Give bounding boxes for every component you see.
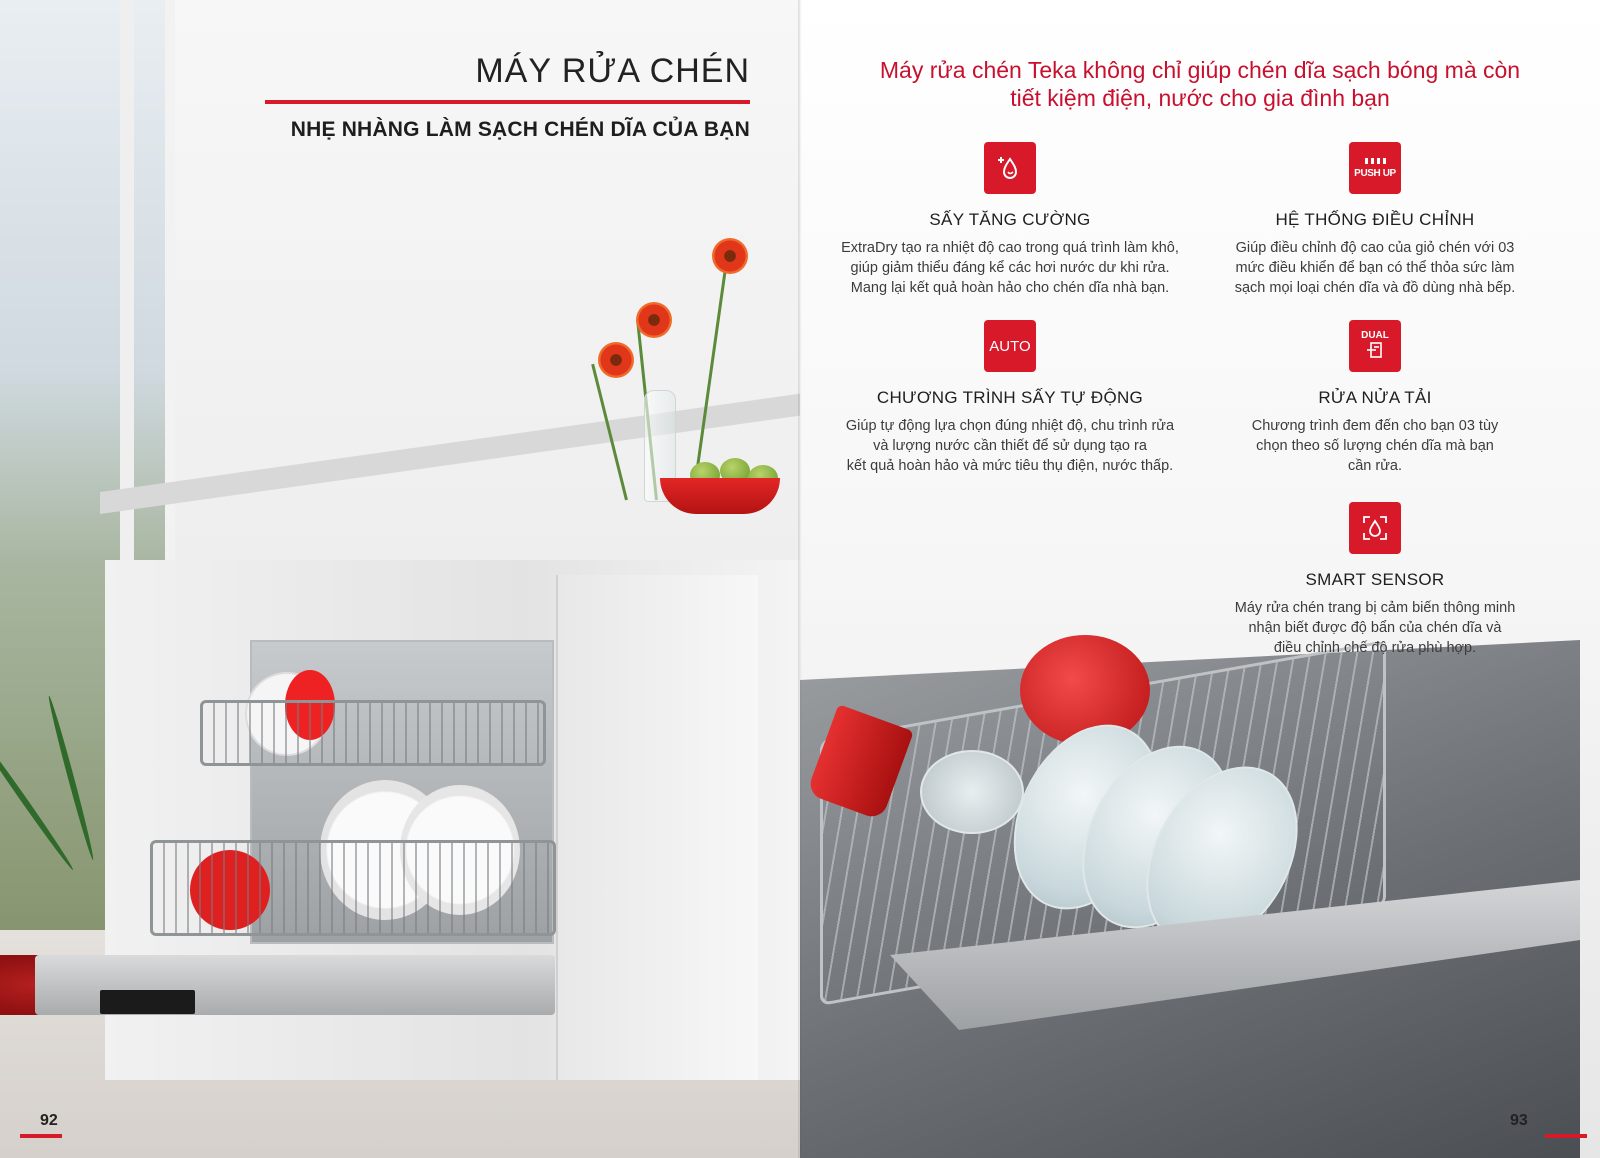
feature-description: ExtraDry tạo ra nhiệt độ cao trong quá t… <box>820 238 1200 298</box>
feature-title: RỬA NỬA TẢI <box>1318 388 1432 407</box>
pushup-bars <box>1364 157 1386 164</box>
window-image <box>0 0 175 930</box>
description-line: chọn theo số lượng chén dĩa mà bạn <box>1256 438 1494 454</box>
description-line: kết quả hoàn hảo và mức tiêu thụ điện, n… <box>846 458 1174 474</box>
feature-description: Giúp điều chỉnh độ cao của giỏ chén với … <box>1185 238 1565 298</box>
red-plate <box>1020 635 1150 745</box>
description-line: điều chỉnh chế độ rửa phù hợp. <box>1273 640 1477 656</box>
feature-extradry: SẤY TĂNG CƯỜNG ExtraDry tạo ra nhiệt độ … <box>820 142 1200 298</box>
description-line: ExtraDry tạo ra nhiệt độ cao trong quá t… <box>841 240 1179 256</box>
page-number-bar <box>20 1134 62 1138</box>
description-line: Mang lại kết quả hoàn hảo cho chén dĩa n… <box>850 280 1170 296</box>
feature-title: SMART SENSOR <box>1305 570 1445 589</box>
dual-icon: DUAL <box>1349 320 1401 372</box>
intro-text: Máy rửa chén Teka không chỉ giúp chén dĩ… <box>855 56 1545 112</box>
feature-title: HỆ THỐNG ĐIỀU CHỈNH <box>1275 210 1475 229</box>
dual-icon-label: DUAL <box>1361 329 1389 341</box>
auto-icon-label: AUTO <box>989 337 1031 355</box>
page-number-bar <box>1545 1134 1587 1138</box>
cabinet-panel <box>556 575 758 1080</box>
smart-sensor-icon <box>1349 502 1401 554</box>
description-line: và lượng nước cần thiết để sử dụng tạo r… <box>873 438 1147 454</box>
description-line: nhận biết được độ bẩn của chén dĩa và <box>1248 620 1502 636</box>
right-page: Máy rửa chén Teka không chỉ giúp chén dĩ… <box>800 0 1600 1158</box>
upper-rack <box>200 700 546 766</box>
pushup-icon-label: PUSH UP <box>1354 167 1396 179</box>
feature-title: CHƯƠNG TRÌNH SẤY TỰ ĐỘNG <box>876 388 1144 407</box>
page-gutter <box>798 0 802 1158</box>
feature-dual: DUAL RỬA NỬA TẢI Chương trình đem đến ch… <box>1185 320 1565 476</box>
feature-smart-sensor: SMART SENSOR Máy rửa chén trang bị cảm b… <box>1185 502 1565 658</box>
feature-description: Máy rửa chén trang bị cảm biến thông min… <box>1185 598 1565 658</box>
feature-auto: AUTO CHƯƠNG TRÌNH SẤY TỰ ĐỘNG Giúp tự độ… <box>820 320 1200 476</box>
feature-description: Giúp tự động lựa chọn đúng nhiệt độ, chu… <box>820 416 1200 476</box>
feature-title: SẤY TĂNG CƯỜNG <box>929 210 1091 229</box>
intro-line: tiết kiệm điện, nước cho gia đình bạn <box>1010 85 1390 111</box>
description-line: giúp giảm thiểu đáng kể các hơi nước dư … <box>850 260 1170 276</box>
intro-line: Máy rửa chén Teka không chỉ giúp chén dĩ… <box>879 57 1521 83</box>
left-page: MÁY RỬA CHÉN NHẸ NHÀNG LÀM SẠCH CHÉN DĨA… <box>0 0 800 1158</box>
description-line: Giúp điều chỉnh độ cao của giỏ chén với … <box>1235 240 1515 256</box>
dishwasher-control-panel <box>100 990 195 1014</box>
gerbera-flower <box>712 238 748 274</box>
gerbera-flower <box>598 342 634 378</box>
page-title: MÁY RỬA CHÉN <box>475 52 750 90</box>
glass-bowl <box>920 750 1024 834</box>
feature-description: Chương trình đem đến cho bạn 03 tùy chọn… <box>1185 416 1565 476</box>
page-number: 93 <box>1510 1112 1528 1129</box>
page-subtitle: NHẸ NHÀNG LÀM SẠCH CHÉN DĨA CỦA BẠN <box>290 118 750 141</box>
description-line: sạch mọi loại chén dĩa và đồ dùng nhà bế… <box>1234 280 1516 296</box>
lower-rack <box>150 840 556 936</box>
feature-pushup: PUSH UP HỆ THỐNG ĐIỀU CHỈNH Giúp điều ch… <box>1185 142 1565 298</box>
description-line: Máy rửa chén trang bị cảm biến thông min… <box>1234 600 1516 616</box>
description-line: mức điều khiển để bạn có thể thỏa sức là… <box>1235 260 1515 276</box>
pushup-icon: PUSH UP <box>1349 142 1401 194</box>
description-line: Chương trình đem đến cho bạn 03 tùy <box>1251 418 1499 434</box>
description-line: cần rửa. <box>1347 458 1403 474</box>
half-load-icon <box>1367 341 1382 358</box>
red-bowl <box>660 478 780 514</box>
page-number: 92 <box>40 1112 58 1129</box>
description-line: Giúp tự động lựa chọn đúng nhiệt độ, chu… <box>845 418 1175 434</box>
gerbera-flower <box>636 302 672 338</box>
auto-icon: AUTO <box>984 320 1036 372</box>
title-underline <box>265 100 750 104</box>
extradry-icon <box>984 142 1036 194</box>
